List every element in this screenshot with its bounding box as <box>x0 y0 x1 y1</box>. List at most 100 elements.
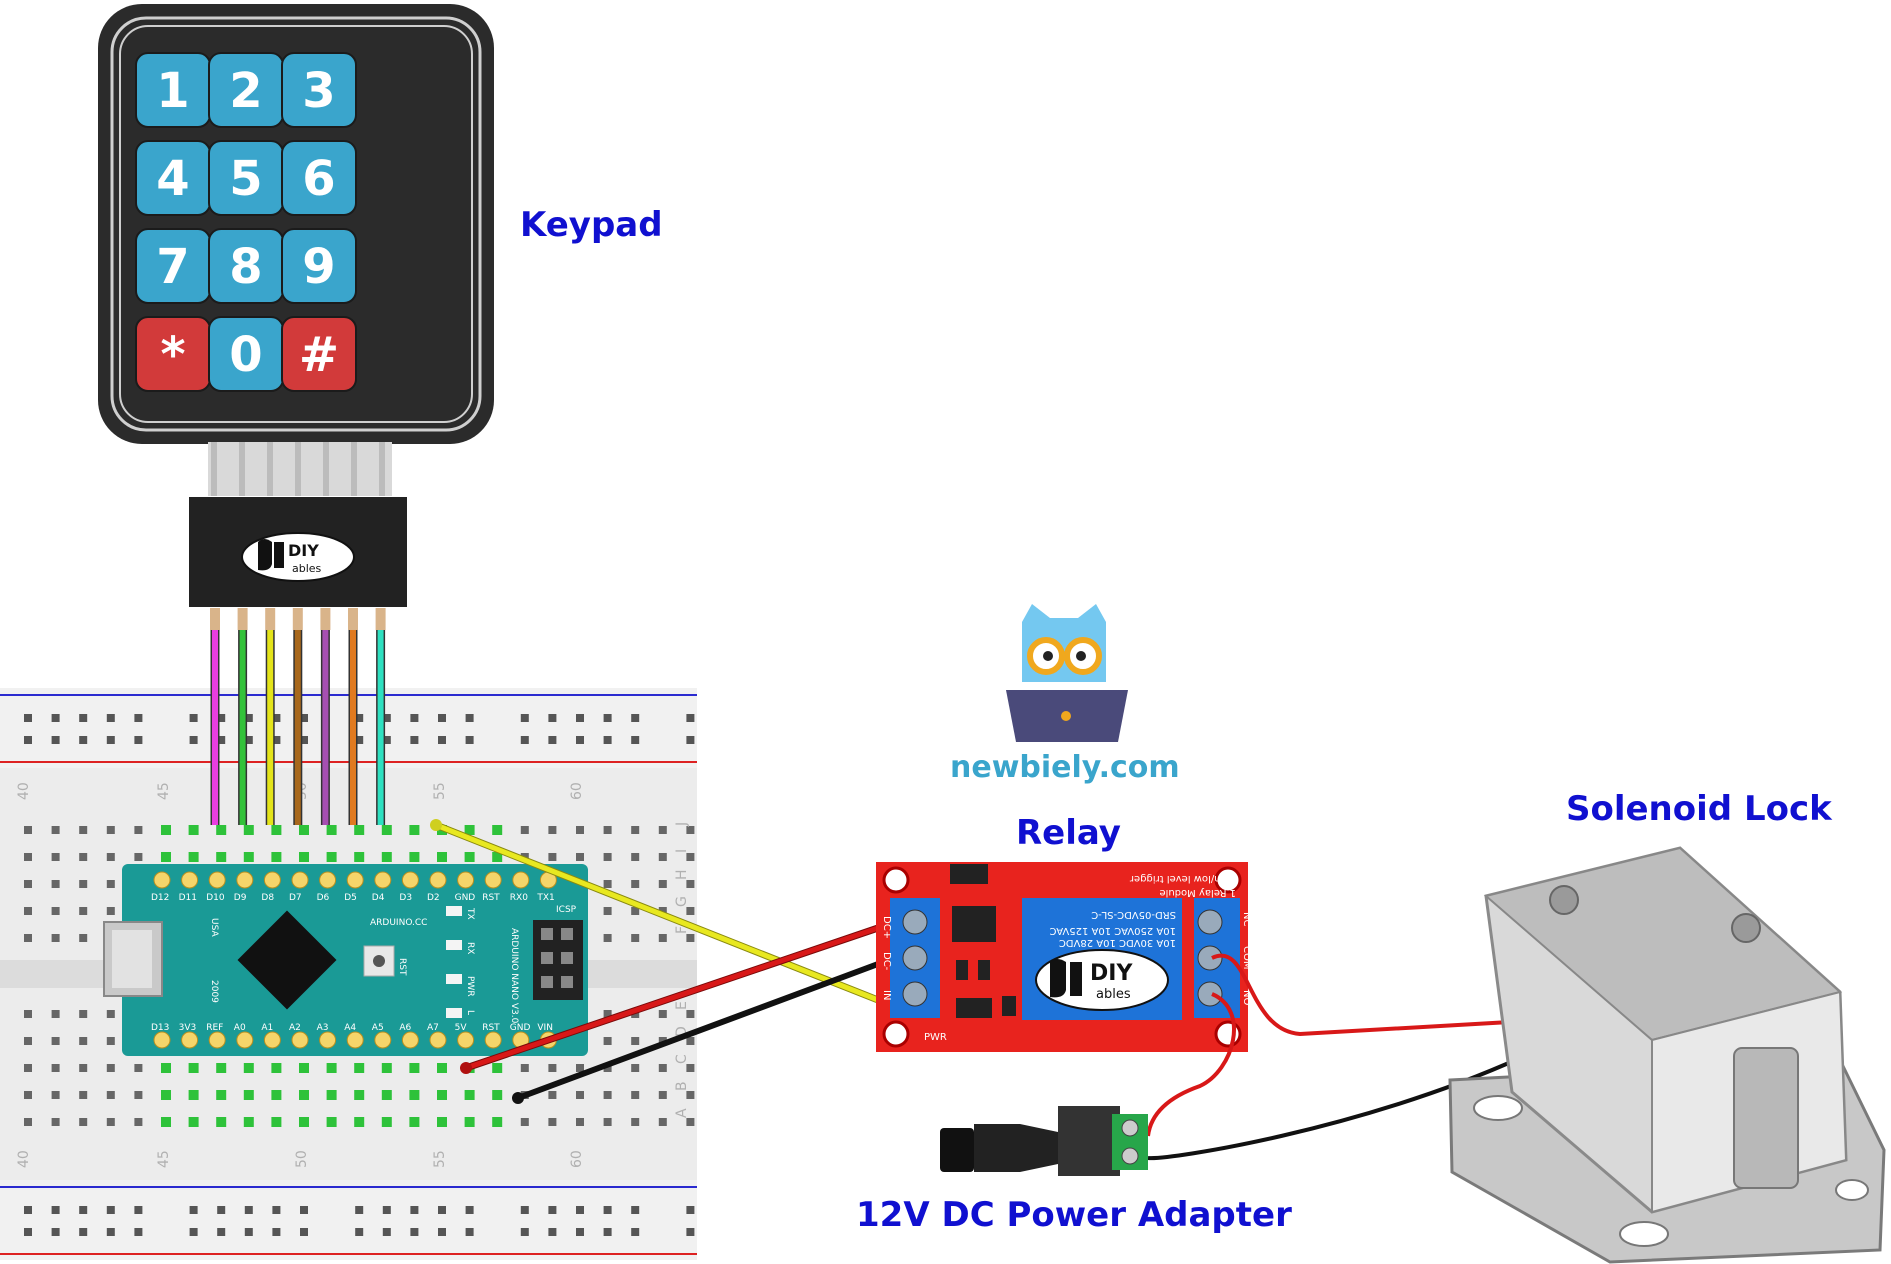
keypad-key[interactable]: * <box>135 316 211 392</box>
nano-pin-label: D8 <box>261 893 274 903</box>
dc-power-adapter <box>940 1106 1148 1176</box>
keypad-key[interactable]: 2 <box>208 52 284 128</box>
nano-led <box>446 940 462 950</box>
column-number: 40 <box>16 782 32 800</box>
breadboard-hole <box>134 853 143 861</box>
nano-led <box>446 974 462 984</box>
keypad-key[interactable]: 4 <box>135 140 211 216</box>
keypad-key-label: # <box>299 327 339 383</box>
connected-hole <box>216 852 227 862</box>
breadboard-hole <box>686 1064 695 1072</box>
breadboard-hole <box>189 714 198 722</box>
connected-hole <box>381 1063 392 1073</box>
breadboard-hole <box>520 1118 529 1126</box>
connected-hole <box>354 852 365 862</box>
breadboard-hole <box>79 853 88 861</box>
breadboard-hole <box>272 714 281 722</box>
breadboard-hole <box>51 934 60 942</box>
icsp-pin <box>561 952 573 964</box>
keypad-key-label: 6 <box>302 151 335 207</box>
connected-hole <box>409 825 420 835</box>
breadboard-hole <box>106 1228 115 1236</box>
keypad-brand-top: DIY <box>288 541 319 560</box>
keypad-key[interactable]: 9 <box>281 228 357 304</box>
keypad-key[interactable]: # <box>281 316 357 392</box>
connected-hole <box>492 852 503 862</box>
relay-pin-in: IN <box>881 990 892 1000</box>
breadboard-hole <box>520 1206 529 1214</box>
breadboard-hole <box>189 736 198 744</box>
connected-hole <box>492 1090 503 1100</box>
breadboard-hole <box>24 1064 32 1072</box>
breadboard-hole <box>300 1228 308 1236</box>
nano-pin-label: D3 <box>399 893 412 903</box>
connected-hole <box>299 852 309 862</box>
breadboard-hole <box>24 1206 32 1214</box>
connected-hole <box>271 825 282 835</box>
nano-pin-pad <box>319 1031 337 1049</box>
breadboard-hole <box>576 1064 584 1072</box>
keypad-key[interactable]: 0 <box>208 316 284 392</box>
breadboard-hole <box>51 853 60 861</box>
breadboard-hole <box>134 1206 143 1214</box>
keypad-key[interactable]: 7 <box>135 228 211 304</box>
breadboard-hole <box>272 1206 281 1214</box>
breadboard-hole <box>520 1228 529 1236</box>
breadboard-hole <box>465 1206 474 1214</box>
column-number: 40 <box>16 1150 32 1168</box>
breadboard-hole <box>189 1206 198 1214</box>
nano-pin-label: TX1 <box>536 893 554 903</box>
connected-hole <box>381 825 392 835</box>
breadboard-hole <box>24 736 32 744</box>
nano-pin-pad <box>181 871 199 889</box>
wire-pin <box>237 608 248 630</box>
breadboard-hole <box>189 1228 198 1236</box>
connected-hole <box>492 1063 503 1073</box>
keypad-key[interactable]: 6 <box>281 140 357 216</box>
breadboard-hole <box>658 826 667 834</box>
connected-hole <box>354 1090 365 1100</box>
breadboard-hole <box>51 1228 60 1236</box>
breadboard-hole <box>603 1206 612 1214</box>
breadboard-hole <box>603 853 612 861</box>
breadboard-hole <box>134 1228 143 1236</box>
connected-hole <box>409 1090 420 1100</box>
nano-pin-pad <box>181 1031 199 1049</box>
breadboard-hole <box>548 1064 557 1072</box>
connected-hole <box>437 1117 447 1127</box>
keypad-connector: DIY ables <box>189 497 407 607</box>
connected-hole <box>161 825 171 835</box>
breadboard-hole <box>79 1010 88 1018</box>
keypad-key[interactable]: 1 <box>135 52 211 128</box>
keypad-key[interactable]: 8 <box>208 228 284 304</box>
connected-hole <box>243 1117 254 1127</box>
breadboard-hole <box>51 826 60 834</box>
nano-pin-label: D6 <box>317 893 330 903</box>
nano-pin-label: D11 <box>179 893 197 903</box>
breadboard-hole <box>576 826 584 834</box>
row-letter: H <box>674 869 690 880</box>
relay-module-text: 1 Relay Module <box>1159 887 1236 898</box>
breadboard-hole <box>686 1091 695 1099</box>
nano-pin-pad <box>484 871 502 889</box>
connected-hole <box>299 1063 309 1073</box>
signal-wires <box>430 819 882 1104</box>
breadboard-hole <box>79 826 88 834</box>
row-letter: J <box>674 822 690 827</box>
breadboard-hole <box>603 736 612 744</box>
keypad-key-label: * <box>160 327 185 383</box>
nano-pin-pad <box>429 1031 447 1049</box>
breadboard-hole <box>603 880 612 888</box>
breadboard-hole <box>244 1206 253 1214</box>
breadboard-hole <box>24 1118 32 1126</box>
breadboard-hole <box>548 1118 557 1126</box>
breadboard-hole <box>106 1118 115 1126</box>
breadboard-hole <box>51 1091 60 1099</box>
breadboard-hole <box>244 1228 253 1236</box>
keypad-key[interactable]: 5 <box>208 140 284 216</box>
nano-pin-pad <box>457 871 475 889</box>
keypad-key[interactable]: 3 <box>281 52 357 128</box>
